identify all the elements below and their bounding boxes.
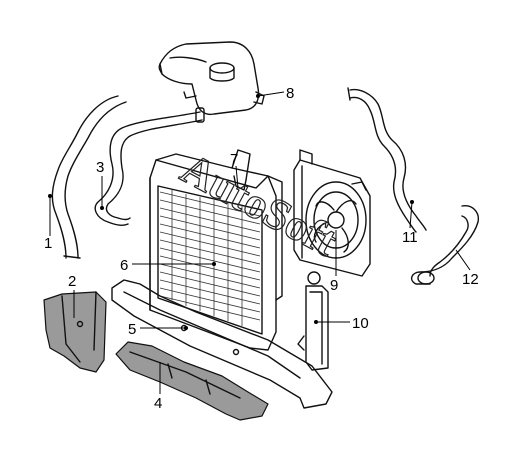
leader-12 xyxy=(455,249,471,271)
leader-3-dot xyxy=(100,206,104,210)
leader-10-dot xyxy=(314,320,318,324)
leader-1-dot xyxy=(48,194,52,198)
leader-lines xyxy=(48,91,471,394)
radiator-part-6 xyxy=(149,149,283,351)
leader-7 xyxy=(235,165,239,189)
callout-5: 5 xyxy=(128,321,136,338)
callout-12: 12 xyxy=(462,271,479,288)
callout-1: 1 xyxy=(44,235,52,252)
side-deflector-part-2 xyxy=(43,291,107,373)
leader-8 xyxy=(257,91,285,97)
expansion-tank-part-8 xyxy=(158,41,265,116)
callout-9: 9 xyxy=(330,277,338,294)
hose-part-3 xyxy=(94,107,205,227)
radiator-core-hatch xyxy=(159,190,261,326)
leader-11-dot xyxy=(410,200,414,204)
callout-6: 6 xyxy=(120,257,128,274)
hose-part-11 xyxy=(347,87,427,233)
hose-part-12 xyxy=(410,205,479,285)
callout-8: 8 xyxy=(286,85,294,102)
fan-assembly-part-9 xyxy=(293,149,371,277)
callout-2: 2 xyxy=(68,273,76,290)
hose-part-1 xyxy=(51,95,127,259)
housing-part-10 xyxy=(297,271,329,371)
callout-7: 7 xyxy=(230,151,238,168)
bracket-part-7 xyxy=(233,175,247,191)
leader-11 xyxy=(409,201,413,229)
leader-8-dot xyxy=(256,94,260,98)
leader-6-dot xyxy=(212,262,216,266)
leader-5-dot xyxy=(184,326,188,330)
callout-labels: 1 2 3 4 5 6 7 8 9 10 11 12 xyxy=(44,85,479,412)
callout-3: 3 xyxy=(96,159,104,176)
callout-4: 4 xyxy=(154,395,162,412)
deflector-part-4 xyxy=(115,341,269,421)
callout-10: 10 xyxy=(352,315,369,332)
callout-11: 11 xyxy=(402,229,418,246)
